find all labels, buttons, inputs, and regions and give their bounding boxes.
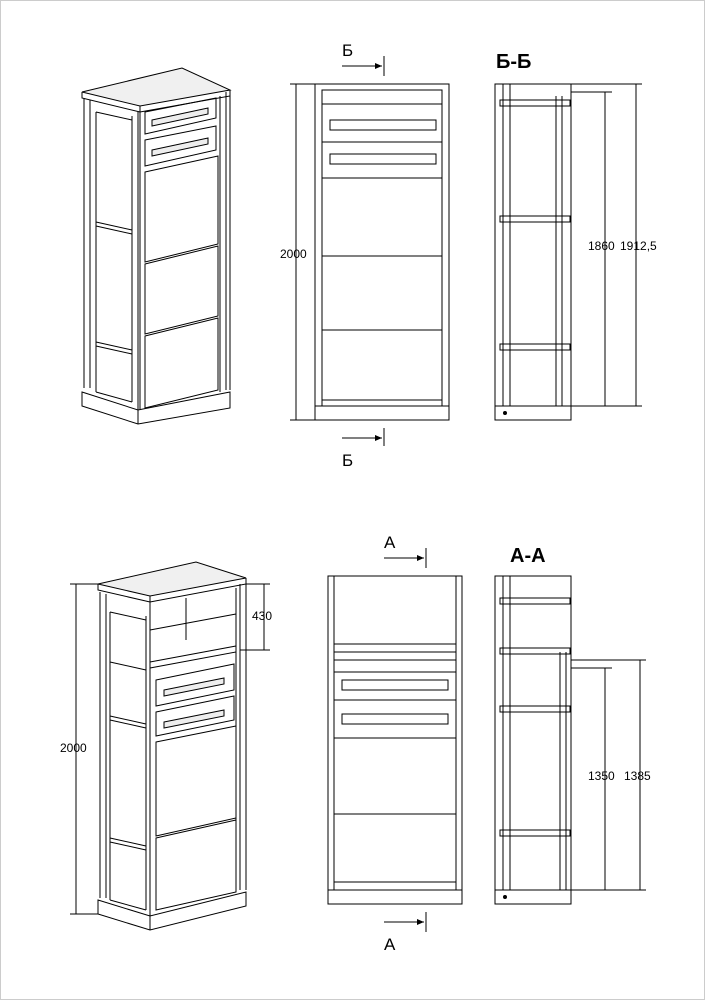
dim-bottom-side-inner: 1350 [588, 769, 615, 783]
bottom-isometric-cabinet [70, 561, 270, 931]
section-title-bottom: А-А [510, 545, 546, 567]
bottom-front-view [327, 548, 463, 932]
cut-label-bottom-upper: А [384, 533, 396, 552]
dim-bottom-iso-top: 430 [252, 609, 272, 623]
dim-top-side-outer: 1912,5 [620, 239, 657, 253]
dim-bottom-side-outer: 1385 [624, 769, 651, 783]
bottom-side-section [494, 575, 646, 905]
cut-label-bottom-lower: А [384, 935, 396, 954]
top-front-view [290, 56, 450, 446]
top-side-section [494, 83, 642, 421]
dim-bottom-iso-height: 2000 [60, 741, 87, 755]
dim-top-front-height: 2000 [280, 247, 307, 261]
section-title-top: Б-Б [496, 51, 531, 73]
top-isometric-cabinet [81, 67, 232, 425]
dim-top-side-inner: 1860 [588, 239, 615, 253]
cut-label-top-lower: Б [342, 451, 353, 470]
cut-label-top-upper: Б [342, 41, 353, 60]
